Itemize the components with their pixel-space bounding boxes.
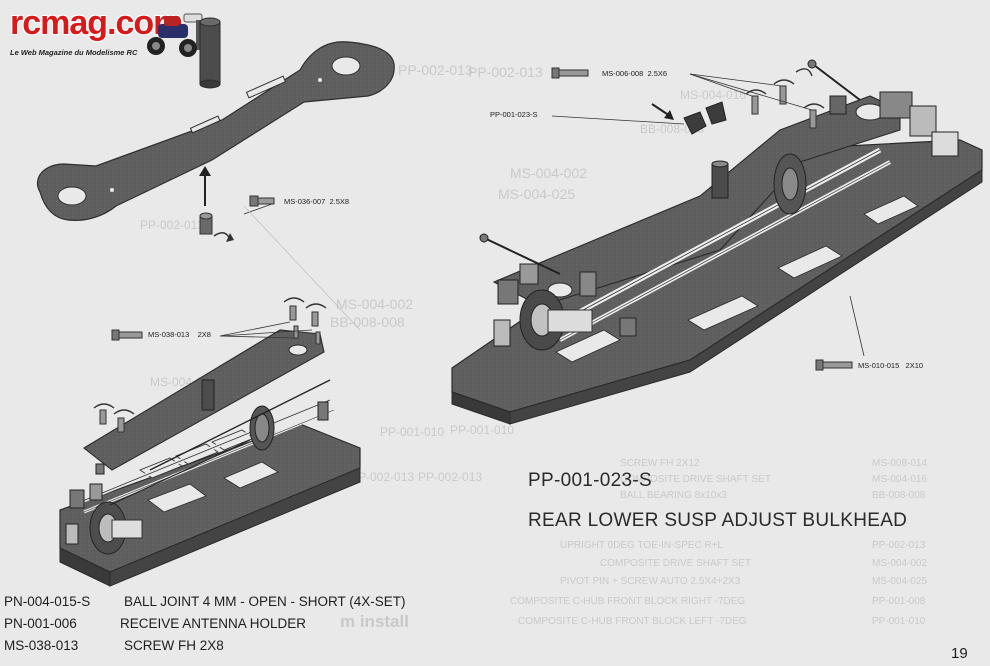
ghost-code: MS-004-016 (680, 88, 747, 102)
callout-antenna-screw: MS-036-007 2.5X8 (284, 197, 349, 206)
logo-tagline: Le Web Magazine du Modelisme RC (10, 48, 138, 57)
callout-left-screw: MS-038-013 2X8 (148, 330, 211, 339)
callout-size: 2.5X8 (329, 197, 350, 206)
ghost-table-desc: PIVOT PIN + SCREW AUTO 2.5X4+2X3 (560, 576, 741, 587)
post-with-screw (199, 212, 234, 242)
screw-top-right-icon (551, 67, 813, 111)
part-desc: BALL JOINT 4 MM - OPEN - SHORT (4X-SET) (124, 594, 406, 609)
ghost-table-desc: COMPOSITE C-HUB FRONT BLOCK LEFT -7DEG (518, 616, 747, 627)
ghost-table-code: PP-001-010 (872, 616, 926, 627)
ghost-code: MS-004-002 (336, 296, 414, 312)
ghost-code: PP-001-010 (450, 423, 515, 437)
site-logo[interactable]: rcmag.com Le Web Magazine du Modelisme R… (4, 4, 210, 62)
screw-left-icon (111, 321, 313, 341)
callout-size: 2X10 (905, 361, 924, 370)
upper-deck-plate (36, 41, 395, 221)
screw-antenna-icon (243, 195, 275, 215)
ghost-table-code: PP-002-013 (872, 540, 926, 551)
ghost-table-code: BB-008-008 (872, 490, 926, 501)
ghost-table-code: MS-004-016 (872, 474, 928, 485)
ghost-code: PP-002-013 (468, 64, 543, 80)
assembly-arrow-up-icon (199, 166, 211, 206)
callout-right-screw: MS-010-015 2X10 (858, 361, 923, 370)
callout-size: 2X8 (197, 330, 211, 339)
callout-top-screw: MS-006-008 2.5X6 (602, 69, 667, 78)
callout-code: MS-036-007 (284, 197, 326, 206)
part-desc: RECEIVE ANTENNA HOLDER (120, 616, 307, 631)
ghost-code: PP-001-010 (380, 425, 445, 439)
ghost-code: PP-002-013 (140, 218, 205, 232)
callout-code: MS-006-008 (602, 69, 644, 78)
part-desc: SCREW FH 2X8 (124, 638, 224, 653)
ghost-table-code: MS-004-025 (872, 576, 928, 587)
part-name-title: REAR LOWER SUSP ADJUST BULKHEAD (528, 510, 908, 531)
part-code: PN-001-006 (4, 616, 77, 631)
screw-bottom-right-icon (815, 295, 865, 371)
ghost-code: PP-002-013 (398, 62, 473, 78)
ghost-table-desc: COMPOSITE C-HUB FRONT BLOCK RIGHT -7DEG (510, 596, 746, 607)
ghost-table-code: MS-004-002 (872, 558, 928, 569)
ghost-table-code: MS-008-014 (872, 458, 928, 469)
ghost-table-desc: COMPOSITE DRIVE SHAFT SET (620, 474, 771, 485)
part-code-title: PP-001-023-S (528, 470, 653, 491)
callout-code: MS-010-015 (858, 361, 900, 370)
ghost-code: PP-002-013 (350, 470, 415, 484)
callout-code: MS-038-013 (148, 330, 190, 339)
right-chassis-assembly (451, 59, 983, 425)
ghost-code: PP-002-013 (418, 470, 483, 484)
antenna-holder-post (199, 17, 221, 89)
ghost-table-desc: UPRIGHT 0DEG TOE-IN-SPEC R+L (560, 540, 724, 551)
logo-name: rcmag.com (10, 4, 183, 42)
part-code: MS-038-013 (4, 638, 79, 653)
ghost-install: m install (340, 612, 409, 631)
part-code: PN-004-015-S (4, 594, 91, 609)
page-number: 19 (951, 645, 968, 662)
callout-code: PP-001-023-S (490, 110, 538, 119)
callout-size: 2.5X6 (647, 69, 668, 78)
callout-bulkhead: PP-001-023-S (490, 110, 538, 119)
bulkhead-leader (551, 115, 685, 125)
ghost-table-desc: SCREW FH 2X12 (620, 458, 700, 469)
ghost-table-desc: COMPOSITE DRIVE SHAFT SET (600, 558, 751, 569)
ghost-table-desc: BALL BEARING 8x10x3 (620, 490, 727, 501)
ghost-code: MS-004-025 (498, 186, 576, 202)
ghost-code: MS-004-002 (510, 165, 588, 181)
left-chassis-assembly (59, 297, 361, 587)
ghost-table-code: PP-001-008 (872, 596, 926, 607)
